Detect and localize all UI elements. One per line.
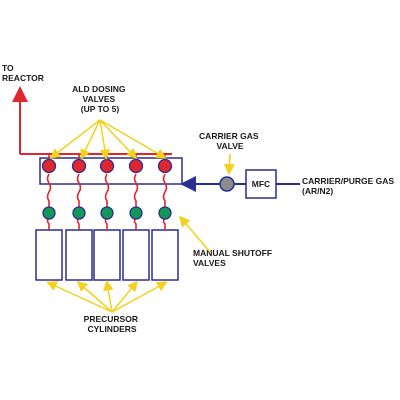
carrier-gas-valve-label: CARRIER GAS VALVE	[199, 131, 261, 151]
dosing-line	[162, 173, 168, 208]
cylinder-pointer	[103, 280, 114, 313]
carrier-gas-valve-line-2: VALVE	[216, 141, 243, 151]
dosing-valve	[157, 158, 173, 174]
dosing-valve	[41, 158, 57, 174]
cylinder-pointer	[111, 281, 168, 313]
cylinder-line	[104, 217, 108, 230]
carrier-purge-gas-line-2: (AR/N2)	[302, 186, 333, 196]
cylinder-line	[76, 217, 80, 230]
to-reactor-line-2: REACTOR	[2, 73, 44, 83]
channel-3	[93, 154, 121, 281]
shutoff-valve	[72, 206, 86, 220]
precursor-cylinder	[122, 229, 150, 281]
dosing-valve-pointer	[99, 119, 110, 160]
dosing-valve-pointer	[49, 119, 101, 159]
dosing-valve	[128, 158, 144, 174]
mfc-label: MFC	[252, 179, 270, 189]
cylinder-line	[46, 217, 50, 230]
to-reactor-label: TO REACTOR	[2, 63, 44, 83]
shutoff-valve	[42, 206, 56, 220]
shutoff-valve	[129, 206, 143, 220]
precursor-cylinders-label: PRECURSOR CYLINDERS	[84, 314, 141, 334]
ald-dosing-valves-line-1: ALD DOSING	[72, 84, 126, 94]
carrier-valve-pointer	[223, 153, 236, 176]
shutoff-valve	[158, 206, 172, 220]
to-reactor-line-1: TO	[2, 63, 14, 73]
callout-pointers	[46, 119, 236, 313]
cylinder-pointer	[46, 281, 113, 313]
channel-4	[122, 154, 150, 281]
ald-dosing-valves-label: ALD DOSING VALVES (UP TO 5)	[72, 84, 128, 114]
carrier-gas-valve	[219, 176, 235, 192]
manual-shutoff-valves-line-1: MANUAL SHUTOFF	[193, 248, 272, 258]
precursor-cylinder	[35, 229, 63, 281]
precursor-cylinders-line-1: PRECURSOR	[84, 314, 138, 324]
shutoff-valve	[100, 206, 114, 220]
cylinder-pointer	[76, 281, 113, 313]
dosing-valve-pointer	[99, 119, 167, 159]
carrier-gas-valve-line-1: CARRIER GAS	[199, 131, 259, 141]
channel-1	[35, 154, 63, 281]
dosing-valve-pointer	[80, 119, 101, 160]
dosing-line	[46, 173, 52, 208]
cylinder-pointer	[111, 280, 138, 313]
ald-dosing-valves-line-3: (UP TO 5)	[81, 104, 120, 114]
cylinder-line	[162, 217, 166, 230]
precursor-cylinder	[65, 229, 93, 281]
dosing-valve	[71, 158, 87, 174]
dosing-line	[133, 173, 139, 208]
dosing-manifold	[39, 157, 183, 185]
carrier-purge-gas-line-1: CARRIER/PURGE GAS	[302, 176, 394, 186]
dosing-valve	[99, 158, 115, 174]
manual-shutoff-valves-label: MANUAL SHUTOFF VALVES	[193, 248, 274, 268]
dosing-valve-pointer	[99, 119, 138, 160]
dosing-line	[76, 173, 82, 208]
manual-shutoff-valves-line-2: VALVES	[193, 258, 226, 268]
precursor-cylinder	[151, 229, 179, 281]
carrier-purge-gas-label: CARRIER/PURGE GAS (AR/N2)	[302, 176, 396, 196]
precursor-cylinder	[93, 229, 121, 281]
channel-2	[65, 154, 93, 281]
dosing-line	[104, 173, 110, 208]
mfc-box	[245, 169, 277, 199]
reactor-outlet-line	[12, 86, 172, 155]
precursor-channels	[35, 154, 179, 281]
cylinder-line	[133, 217, 137, 230]
precursor-cylinders-line-2: CYLINDERS	[87, 324, 136, 334]
shutoff-valve-pointer	[178, 215, 211, 253]
channel-5	[151, 154, 179, 281]
ald-dosing-valves-line-2: VALVES	[82, 94, 115, 104]
